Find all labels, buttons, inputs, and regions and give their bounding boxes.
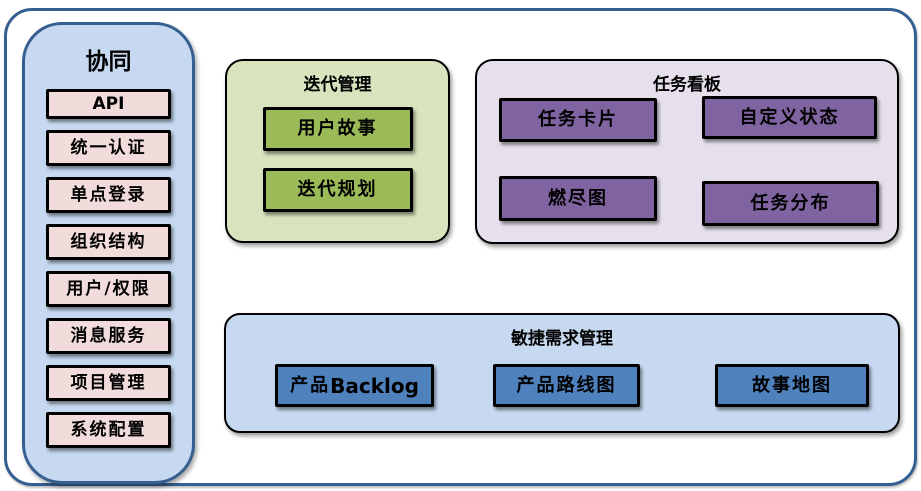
iteration-management-panel: 迭代管理 用户故事迭代规划	[225, 59, 450, 243]
feature-box-label: 用户/权限	[66, 278, 151, 299]
iteration-feature-list: 用户故事迭代规划	[227, 107, 448, 212]
feature-box-label: 燃尽图	[548, 187, 608, 209]
collaboration-feature-box: 统一认证	[46, 130, 171, 166]
task-kanban-title: 任务看板	[653, 75, 721, 94]
collaboration-feature-box: 单点登录	[46, 177, 171, 213]
task-kanban-feature-box: 任务分布	[702, 181, 879, 226]
collaboration-panel-title: 协同	[85, 48, 132, 74]
task-kanban-feature-box: 任务卡片	[499, 98, 657, 142]
feature-box-label: 迭代规划	[297, 179, 378, 200]
collaboration-feature-list: API 统一认证单点登录组织结构用户/权限消息服务项目管理系统配置	[25, 89, 192, 448]
feature-box-label: 任务分布	[750, 192, 831, 214]
iteration-feature-box: 迭代规划	[262, 168, 413, 212]
task-kanban-panel: 任务看板 任务卡片 自定义状态燃尽图 任务分布	[475, 59, 899, 244]
collaboration-feature-box: 用户/权限	[46, 271, 171, 307]
collaboration-feature-box: 组织结构	[46, 224, 171, 260]
iteration-feature-box: 用户故事	[262, 107, 413, 151]
feature-box-label: 单点登录	[70, 184, 147, 205]
feature-box-label: 自定义状态	[739, 106, 840, 128]
agile-requirements-title: 敏捷需求管理	[511, 329, 613, 348]
feature-box-label: 消息服务	[70, 325, 147, 346]
feature-box-label: 产品	[290, 374, 331, 396]
collaboration-panel: 协同 API 统一认证单点登录组织结构用户/权限消息服务项目管理系统配置	[22, 22, 195, 484]
feature-box-label: 用户故事	[297, 118, 378, 139]
feature-box-label: 产品路线图	[516, 374, 617, 396]
feature-box-label: API	[92, 93, 125, 114]
agile-requirements-feature-box: 产品路线图	[493, 364, 640, 407]
feature-box-label: 任务卡片	[538, 109, 618, 130]
task-kanban-feature-box: 燃尽图	[499, 176, 657, 221]
feature-box-label: 系统配置	[70, 419, 147, 440]
collaboration-feature-box: 消息服务	[46, 318, 171, 354]
feature-box-label: 项目管理	[70, 372, 147, 393]
task-kanban-feature-box: 自定义状态	[702, 96, 877, 139]
task-kanban-feature-list: 任务卡片 自定义状态燃尽图 任务分布	[477, 61, 897, 242]
feature-box-label: 统一认证	[70, 137, 147, 158]
agile-requirements-feature-box: 故事地图	[715, 364, 869, 407]
feature-box-label: Backlog	[330, 373, 419, 398]
feature-box-label: 组织结构	[70, 231, 147, 252]
outer-frame: 协同 API 统一认证单点登录组织结构用户/权限消息服务项目管理系统配置 迭代管理…	[4, 8, 917, 486]
collaboration-feature-box: 系统配置	[46, 412, 171, 448]
iteration-management-title: 迭代管理	[303, 75, 372, 94]
collaboration-feature-box: 项目管理	[46, 365, 171, 401]
feature-box-label: 故事地图	[752, 374, 832, 396]
collaboration-feature-box: API	[46, 89, 171, 119]
